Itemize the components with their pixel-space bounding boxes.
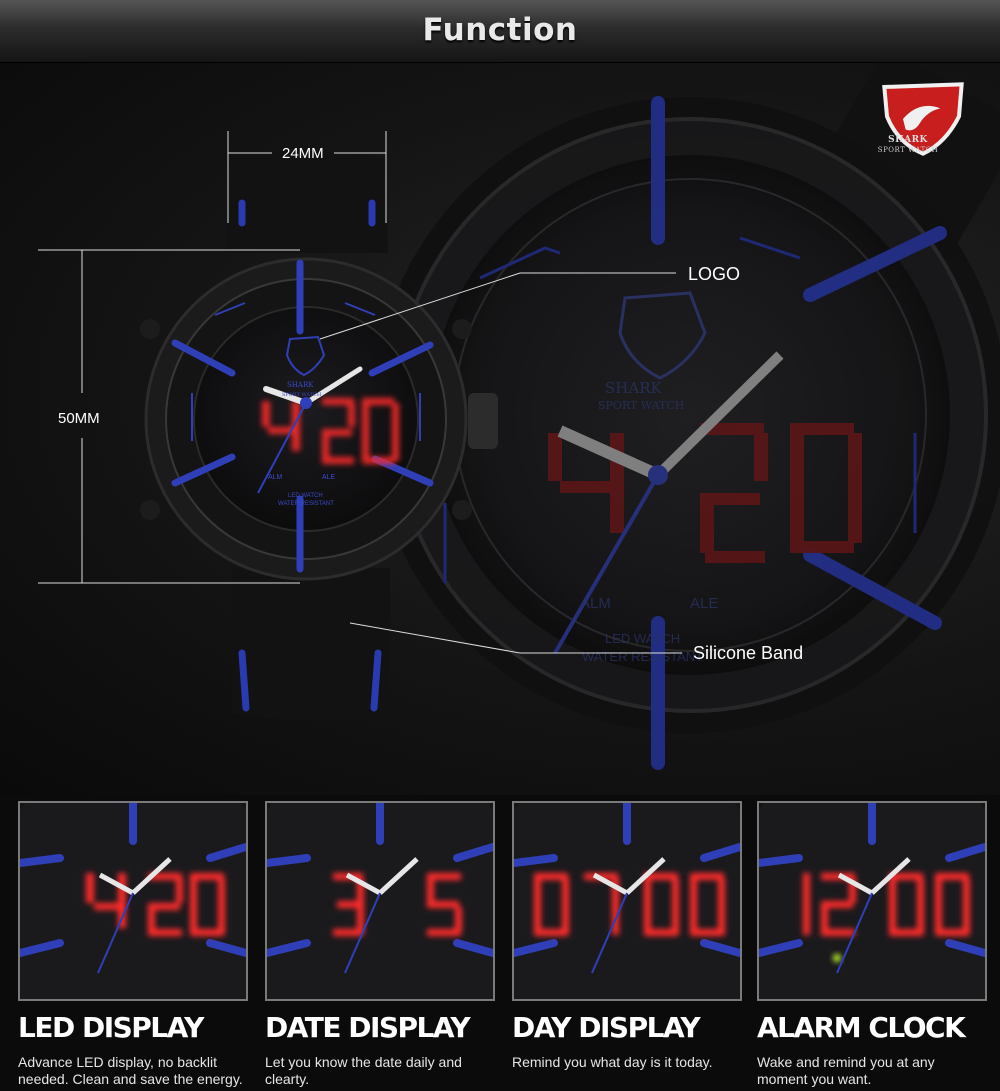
feature-title: DAY DISPLAY [512,1011,701,1044]
feature-title: LED DISPLAY [18,1011,204,1044]
height-dimension-label: 50MM [58,410,100,427]
band-callout: Silicone Band [693,643,804,663]
features-row: LED DISPLAY Advance LED display, no back… [0,795,1000,1091]
dimension-lines [38,131,387,584]
logo-callout: LOGO [688,264,741,284]
svg-text:ALE: ALE [322,474,336,481]
svg-text:WATER RESISTANT: WATER RESISTANT [582,649,703,664]
svg-text:SHARK: SHARK [605,379,662,397]
svg-text:SHARK: SHARK [287,381,314,389]
large-watch-closeup: SHARK SPORT WATCH ALM ALE LED WATCH WATE… [372,63,1000,770]
svg-text:LED WATCH: LED WATCH [605,631,680,646]
feature-alarm-clock: ALARM CLOCK Wake and remind you at any m… [757,795,987,1088]
small-led-digits [262,398,399,464]
feature-led-display: LED DISPLAY Advance LED display, no back… [18,795,248,1088]
svg-text:SPORT WATCH: SPORT WATCH [598,399,684,412]
feature-description: Wake and remind you at any moment you wa… [757,1054,935,1087]
svg-text:ALM: ALM [268,474,283,481]
feature-description: Let you know the date daily and clearty. [265,1054,462,1087]
svg-text:SPORT WATCH: SPORT WATCH [282,392,322,398]
brand-name: SHARK [888,135,928,145]
feature-title: DATE DISPLAY [265,1011,471,1044]
feature-description: Advance LED display, no backlit needed. … [18,1054,243,1087]
hero-illustration: SHARK SPORT WATCH ALM ALE LED WATCH WATE… [38,63,1000,770]
svg-text:ALE: ALE [690,595,718,612]
shark-shield-icon [882,82,964,156]
brand-tagline: SPORT WATCH [877,146,939,154]
feature-title: ALARM CLOCK [757,1011,966,1044]
svg-text:ALM: ALM [580,595,611,612]
svg-text:LED WATCH: LED WATCH [288,493,323,499]
feature-date-display: DATE DISPLAY Let you know the date daily… [265,795,495,1088]
page-title: Function [422,12,578,48]
feature-thumbnail [512,801,742,1001]
large-led-digits [548,423,862,563]
hero-section: SHARK SPORT WATCH ALM ALE LED WATCH WATE… [0,63,1000,795]
header-bar: Function [0,0,1000,63]
callout-lines [319,272,682,654]
feature-thumbnail [265,801,495,1001]
svg-text:WATER RESISTANT: WATER RESISTANT [278,501,334,507]
small-watch: SHARK SPORT WATCH ALM ALE LED WATCH WATE… [140,150,498,721]
feature-thumbnail [18,801,248,1001]
feature-day-display: DAY DISPLAY Remind you what day is it to… [512,795,742,1071]
width-dimension-label: 24MM [282,145,324,162]
feature-description: Remind you what day is it today. [512,1054,713,1070]
feature-thumbnail [757,801,987,1001]
